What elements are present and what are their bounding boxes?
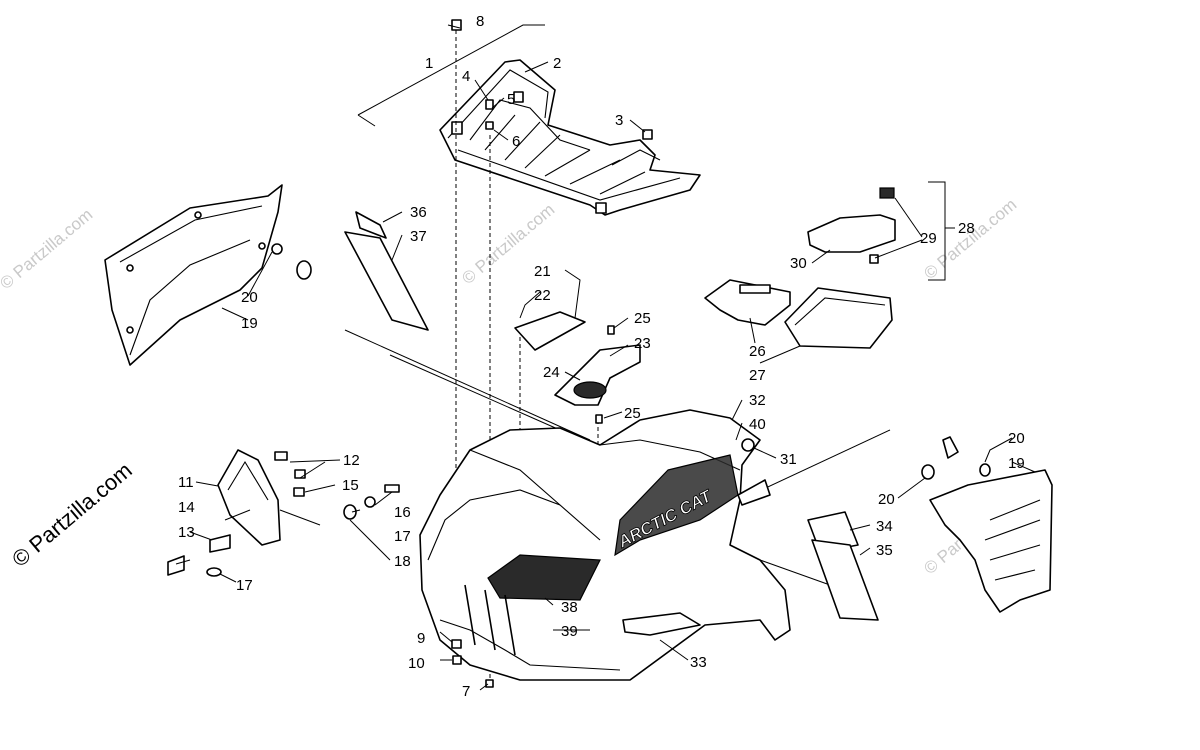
callout-12: 12	[343, 452, 360, 469]
callout-39: 39	[561, 623, 578, 640]
callout-13: 13	[178, 524, 195, 541]
callout-labels: 1 2 3 4 5 6 7 8 9 10 11 12 13 14 15 16 1…	[178, 13, 1025, 700]
callout-leaders	[175, 24, 1036, 691]
callout-9: 9	[417, 630, 425, 647]
callout-30: 30	[790, 255, 807, 272]
callout-8: 8	[476, 13, 484, 30]
decals-36-37	[344, 211, 429, 331]
callout-22: 22	[534, 287, 551, 304]
callout-2: 2	[553, 55, 561, 72]
right-fender-flap	[921, 436, 1053, 613]
watermark-top-left: © Partzilla.com	[0, 205, 96, 293]
callout-16: 16	[394, 504, 411, 521]
callout-6: 6	[512, 133, 520, 150]
callout-25a: 25	[634, 310, 651, 327]
callout-40: 40	[749, 416, 766, 433]
callout-7: 7	[462, 683, 470, 700]
headlight-assembly	[167, 449, 400, 577]
front-body: ARCTIC CAT	[419, 409, 791, 681]
callout-19-right: 19	[1008, 455, 1025, 472]
callout-3: 3	[615, 112, 623, 129]
callout-18: 18	[394, 553, 411, 570]
callout-14: 14	[178, 499, 195, 516]
callout-23: 23	[634, 335, 651, 352]
callout-10: 10	[408, 655, 425, 672]
callout-25b: 25	[624, 405, 641, 422]
callout-4: 4	[462, 68, 470, 85]
front-rack	[439, 59, 701, 216]
callout-11: 11	[178, 474, 194, 491]
callout-35: 35	[876, 542, 893, 559]
callout-20-right-top: 20	[1008, 430, 1025, 447]
callout-37: 37	[410, 228, 427, 245]
bottom-fasteners	[451, 19, 494, 688]
callout-20-left: 20	[241, 289, 258, 306]
callout-5: 5	[507, 91, 515, 108]
callout-15: 15	[342, 477, 359, 494]
callout-32: 32	[749, 392, 766, 409]
left-fender-flap	[104, 184, 312, 366]
callout-36: 36	[410, 204, 427, 221]
center-panels	[514, 311, 641, 424]
callout-21: 21	[534, 263, 551, 280]
callout-28: 28	[958, 220, 975, 237]
decals-34-35	[807, 511, 879, 621]
callout-29: 29	[920, 230, 937, 247]
callout-34: 34	[876, 518, 893, 535]
callout-27: 27	[749, 367, 766, 384]
callout-31: 31	[780, 451, 797, 468]
main-watermark: © Partzilla.com	[7, 457, 137, 571]
bracket-1	[357, 24, 545, 127]
callout-26: 26	[749, 343, 766, 360]
callout-24: 24	[543, 364, 560, 381]
callout-33: 33	[690, 654, 707, 671]
bracket-28	[928, 181, 955, 281]
storage-box-assembly	[704, 187, 896, 349]
callout-1: 1	[425, 55, 433, 72]
callout-38: 38	[561, 599, 578, 616]
callout-19-left: 19	[241, 315, 258, 332]
callout-17b: 17	[236, 577, 253, 594]
callout-17a: 17	[394, 528, 411, 545]
callout-20-right: 20	[878, 491, 895, 508]
